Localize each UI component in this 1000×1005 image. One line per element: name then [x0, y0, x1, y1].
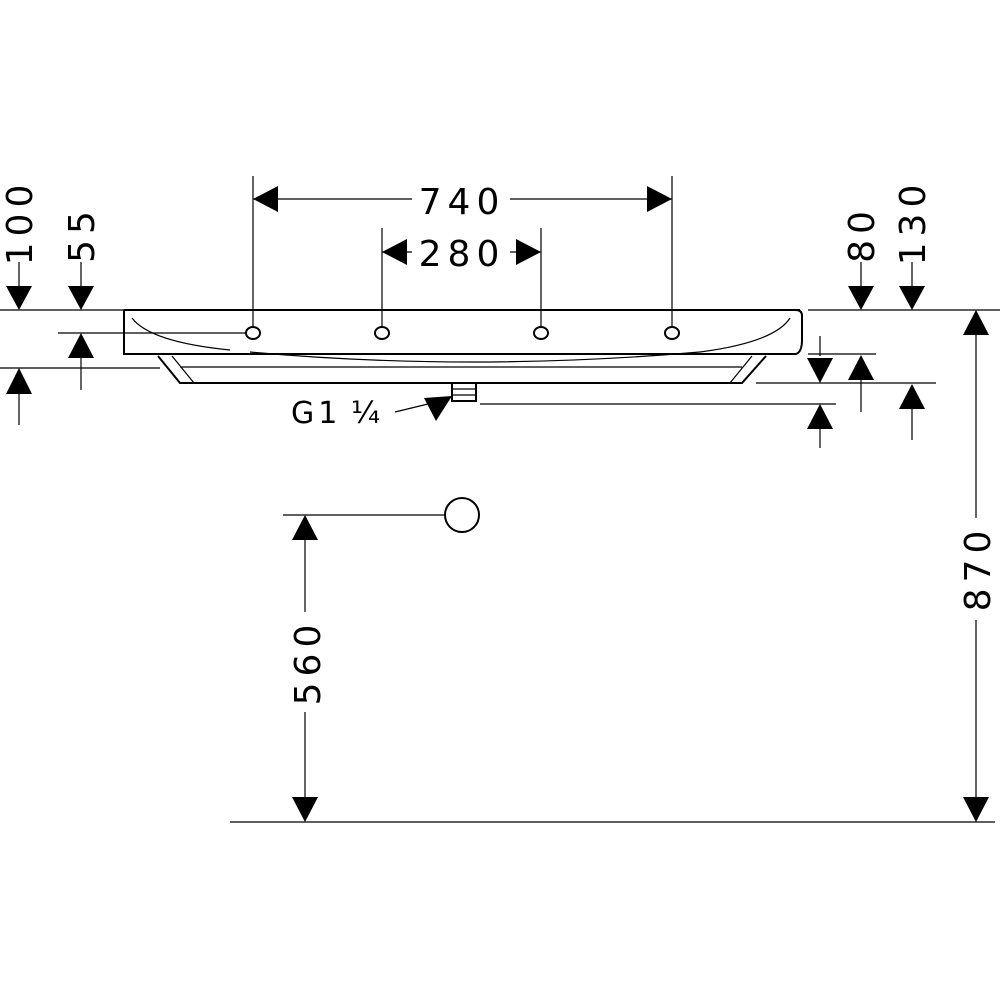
dim-740-label: 740	[419, 182, 506, 223]
dim-280-arrow-left	[382, 239, 407, 265]
dim-870: 870	[958, 310, 999, 822]
dim-560-arrow-bottom	[292, 797, 318, 822]
thread-leader-arrow	[424, 396, 452, 421]
bowl-curve-right	[699, 317, 791, 353]
dim-740: 740	[253, 182, 672, 223]
tap-hole-1	[245, 326, 261, 340]
dim-130-label: 130	[893, 179, 934, 266]
dim-560: 560	[288, 515, 329, 822]
dim-80: 80	[842, 205, 883, 412]
dim-100-arrow-bottom	[6, 368, 32, 394]
waste-pipe-circle	[444, 497, 480, 533]
tap-hole-2	[374, 326, 390, 340]
tap-hole-4	[664, 326, 680, 340]
basin-body	[123, 309, 803, 533]
tap-hole-3	[533, 326, 549, 340]
basin-slab-outline	[123, 309, 803, 355]
dim-280: 280	[382, 232, 541, 275]
waste-outlet	[451, 382, 477, 402]
thread-leader-line	[394, 403, 429, 413]
dim-outlet-arrow-top	[807, 358, 833, 383]
dim-100-arrow-top	[6, 286, 32, 310]
dim-740-arrow-left	[253, 186, 278, 212]
dim-55-label: 55	[62, 205, 103, 263]
dim-55-arrow-bottom	[68, 333, 94, 358]
basin-underside	[157, 355, 767, 384]
dim-100: 100	[0, 179, 41, 425]
bowl-curve-bottom	[249, 351, 701, 363]
dim-280-label-bg	[412, 232, 510, 272]
dim-130-arrow-top	[899, 286, 925, 310]
dim-280-label: 280	[419, 234, 506, 275]
dim-80-arrow-top	[848, 286, 874, 310]
dim-870-label: 870	[958, 525, 999, 612]
dim-560-label: 560	[288, 619, 329, 706]
dim-80-arrow-bottom	[848, 355, 874, 380]
dim-130-arrow-bottom	[899, 384, 925, 409]
thread-label-fraction: ¼	[351, 396, 384, 431]
dim-130: 130	[893, 179, 934, 440]
dim-870-arrow-top	[963, 310, 989, 335]
dim-outlet-arrow-bottom	[807, 404, 833, 429]
bowl-curve-left	[131, 317, 231, 351]
dim-55: 55	[62, 205, 103, 390]
underside-inner-left	[171, 355, 195, 384]
dim-outlet-depth	[807, 336, 833, 448]
underside-inner-right	[729, 355, 753, 384]
dim-100-label: 100	[0, 179, 41, 266]
extension-lines	[0, 176, 1000, 823]
thread-callout: G1 ¼	[291, 396, 452, 431]
dim-740-arrow-right	[647, 186, 672, 212]
dim-55-arrow-top	[68, 286, 94, 310]
dim-80-label: 80	[842, 205, 883, 263]
dim-870-arrow-bottom	[963, 797, 989, 822]
dim-560-arrow-top	[292, 515, 318, 540]
dim-280-arrow-right	[516, 239, 541, 265]
thread-label-main: G1	[291, 396, 341, 431]
